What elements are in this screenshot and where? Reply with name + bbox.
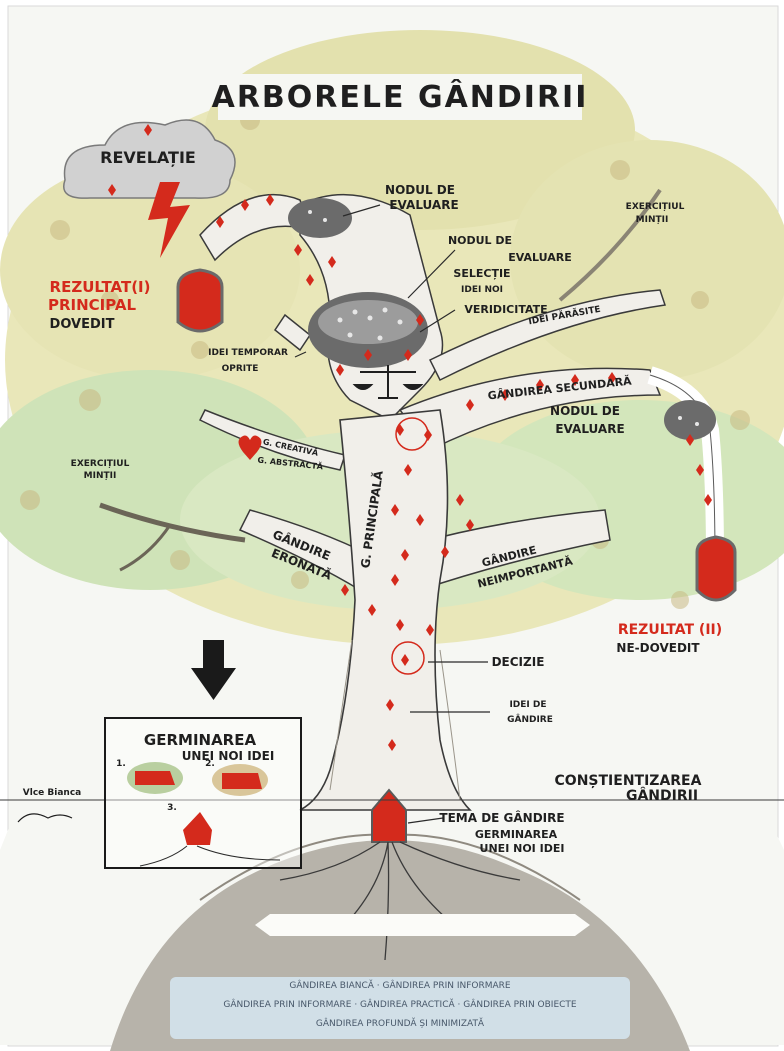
label-idei-temporar-line2: OPRITE [222,364,259,374]
result-secondary-fruit [697,537,735,600]
label-nodul2-line1: NODUL DE [448,234,512,247]
banner-plate [255,914,590,936]
footer-thinking-types: GÂNDIREA BIANCĂ · GÂNDIREA PRIN INFORMAR… [170,977,630,1039]
label-nodul2-line2: EVALUARE [508,251,572,264]
footer-line-2: GÂNDIREA PRIN INFORMARE · GÂNDIREA PRACT… [170,996,630,1015]
label-exercitiu-right-line2: MINȚII [636,215,669,225]
label-idei-gandire-line2: GÂNDIRE [507,713,553,725]
label-step-1: 1. [116,759,126,769]
label-rezultat1-line1: REZULTAT(I) [50,278,151,296]
label-nodul3-line1: NODUL DE [550,404,620,418]
label-exercitiu-right-line1: EXERCIȚIUL [626,202,685,212]
label-nodul1-line2: EVALUARE [389,198,458,212]
label-selectie-line2: IDEI NOI [461,285,503,295]
label-tema-line1: TEMA DE GÂNDIRE [439,810,564,825]
label-exercitiu-left-line1: EXERCIȚIUL [71,459,130,469]
label-rezultat2-line2: NE-DOVEDIT [616,641,700,655]
result-main-fruit [178,270,222,331]
label-step-2: 2. [205,759,215,769]
label-germinarea-line1: GERMINAREA [144,731,257,749]
evaluation-node-top [288,198,352,238]
label-rezultat1-line3: DOVEDIT [50,317,115,332]
label-nodul1-line1: NODUL DE [385,183,455,197]
label-tema-line2: GERMINAREA [475,828,558,841]
label-revelatie: REVELAȚIE [100,148,196,167]
label-constientizarea-line1: CONȘTIENTIZAREA [555,773,702,789]
poster-title: ARBORELE GÂNDIRII [212,79,589,115]
label-germinarea-line2: UNEI NOI IDEI [182,749,275,763]
artist-signature-name: Vlce Bianca [23,788,81,798]
label-tema-line3: UNEI NOI IDEI [480,842,565,855]
germination-seed-1 [135,771,175,785]
label-idei-gandire-line1: IDEI DE [509,700,546,710]
footer-line-3: GÂNDIREA PROFUNDĂ ȘI MINIMIZATĂ [170,1015,630,1034]
label-step-3: 3. [167,803,177,813]
label-exercitiu-left-line2: MINȚII [84,471,117,481]
label-decizie: DECIZIE [492,655,545,669]
footer-line-1: GÂNDIREA BIANCĂ · GÂNDIREA PRIN INFORMAR… [170,977,630,996]
label-constientizarea-line2: GÂNDIRII [626,787,698,804]
label-nodul3-line2: EVALUARE [555,422,624,436]
label-selectie-line3: VERIDICITATE [464,303,547,316]
label-rezultat1-line2: PRINCIPAL [48,296,136,314]
label-rezultat2-line1: REZULTAT (II) [618,622,722,638]
label-selectie-line1: SELECȚIE [453,267,510,280]
germination-seed-2 [222,773,262,789]
label-idei-temporar-line1: IDEI TEMPORAR [208,348,288,358]
